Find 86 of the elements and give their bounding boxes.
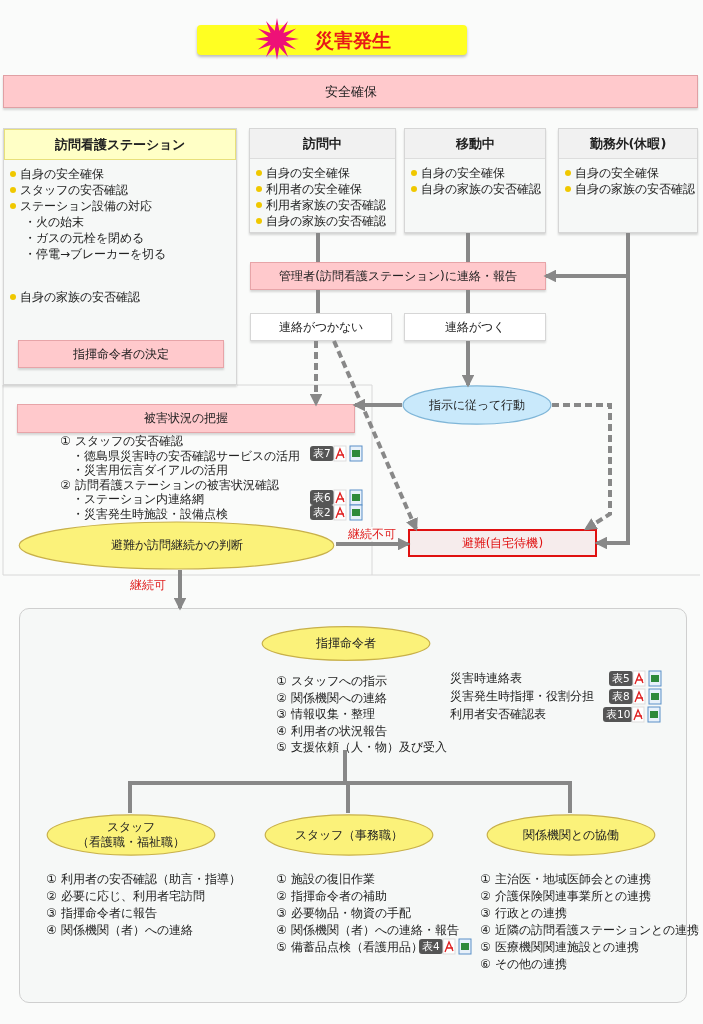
list-item: ① 利用者の安否確認（助言・指導） bbox=[46, 871, 241, 888]
list-item: ① 主治医・地域医師会との連携 bbox=[480, 871, 651, 888]
title-text: 災害発生 bbox=[315, 28, 391, 52]
edge-label: 継続不可 bbox=[346, 527, 398, 541]
section-band: 安全確保 bbox=[3, 75, 698, 108]
arrow bbox=[552, 403, 612, 531]
arrow bbox=[309, 341, 323, 407]
list-item: ④ 関係機関（者）への連絡・報告 bbox=[276, 922, 459, 939]
bullet-item: 自身の家族の安否確認 bbox=[6, 289, 140, 305]
role-ellipse: 指揮命令者 bbox=[261, 626, 431, 661]
info-panel bbox=[3, 128, 237, 385]
process-ellipse: 避難か訪問継続かの判断 bbox=[17, 521, 336, 570]
list-item: ④ 近隣の訪問看護ステーションとの連携 bbox=[480, 922, 699, 939]
panel-heading: 移動中 bbox=[405, 129, 545, 159]
bullet-item: 自身の家族の安否確認 bbox=[252, 213, 386, 229]
list-item: ① スタッフへの指示 bbox=[276, 673, 387, 690]
table-badge: 表5 bbox=[609, 671, 633, 686]
table-badge: 表6 bbox=[310, 490, 334, 505]
table-badge: 表7 bbox=[310, 446, 334, 461]
arrow bbox=[461, 341, 475, 388]
bullet-item: 利用者家族の安否確認 bbox=[252, 197, 386, 213]
connector-line bbox=[316, 233, 320, 262]
table-badge: 表2 bbox=[310, 505, 334, 520]
bullet-item: 自身の安全確保 bbox=[407, 165, 505, 181]
arrow bbox=[352, 398, 402, 412]
connector-line bbox=[316, 290, 320, 313]
process-ellipse: 指示に従って行動 bbox=[402, 385, 552, 425]
status-box: 連絡がつく bbox=[404, 313, 546, 341]
bullet-item: ・ガスの元栓を閉める bbox=[23, 230, 144, 246]
list-item: ② 指揮命令者の補助 bbox=[276, 888, 387, 905]
list-item: ③ 情報収集・整理 bbox=[276, 706, 375, 723]
arrow bbox=[336, 537, 411, 551]
list-item: ④ 利用者の状況報告 bbox=[276, 722, 387, 739]
list-item: ② 介護保険関連事業所との連携 bbox=[480, 888, 651, 905]
bullet-item: ステーション設備の対応 bbox=[6, 198, 152, 214]
info-panel bbox=[249, 128, 396, 233]
arrow bbox=[594, 233, 630, 550]
list-item: ・災害用伝言ダイアルの活用 bbox=[72, 463, 228, 478]
list-item: ③ 行政との連携 bbox=[480, 905, 567, 922]
bullet-item: ・停電→ブレーカーを切る bbox=[23, 246, 167, 262]
bullet-item: 自身の安全確保 bbox=[6, 166, 104, 182]
bullet-item: ・火の始末 bbox=[23, 214, 84, 230]
list-item: ④ 関係機関（者）への連絡 bbox=[46, 922, 193, 939]
table-name: 災害発生時指揮・役割分担 bbox=[450, 689, 594, 704]
table-name: 利用者安否確認表 bbox=[450, 707, 546, 722]
action-box: 管理者(訪問看護ステーション)に連絡・報告 bbox=[250, 262, 546, 290]
connector-line bbox=[466, 233, 470, 262]
status-box: 連絡がつかない bbox=[250, 313, 392, 341]
panel-heading: 訪問看護ステーション bbox=[4, 129, 236, 160]
list-item: ③ 指揮命令者に報告 bbox=[46, 905, 157, 922]
panel-heading: 訪問中 bbox=[250, 129, 395, 159]
arrow bbox=[332, 340, 418, 532]
list-item: ・災害発生時施設・設備点検 bbox=[72, 506, 228, 521]
list-item: ③ 必要物品・物資の手配 bbox=[276, 905, 411, 922]
bullet-item: 利用者の安全確保 bbox=[252, 181, 362, 197]
table-name: 災害時連絡表 bbox=[450, 671, 522, 686]
list-item: ② 関係機関への連絡 bbox=[276, 689, 387, 706]
list-item: ・徳島県災害時の安否確認サービスの活用 bbox=[72, 448, 300, 463]
bullet-item: スタッフの安否確認 bbox=[6, 182, 128, 198]
table-badge: 表10 bbox=[603, 707, 634, 722]
list-item: ⑤ 支援依頼（人・物）及び受入 bbox=[276, 739, 447, 756]
list-item: ・ステーション内連絡網 bbox=[72, 492, 204, 507]
action-box: 被害状況の把握 bbox=[17, 404, 355, 433]
arrow bbox=[173, 570, 187, 611]
list-item: ① スタッフの安否確認 bbox=[60, 434, 183, 449]
list-item: ② 訪問看護ステーションの被害状況確認 bbox=[60, 477, 279, 492]
bullet-item: 自身の家族の安否確認 bbox=[407, 181, 541, 197]
action-box: 指揮命令者の決定 bbox=[18, 340, 224, 368]
list-item: ⑥ その他の連携 bbox=[480, 956, 567, 973]
evacuation-box: 避難(自宅待機) bbox=[408, 529, 597, 557]
bullet-item: 自身の安全確保 bbox=[252, 165, 350, 181]
bullet-item: 自身の安全確保 bbox=[561, 165, 659, 181]
role-ellipse: スタッフ（事務職） bbox=[264, 814, 434, 856]
list-item: ② 必要に応じ、利用者宅訪問 bbox=[46, 888, 205, 905]
bullet-item: 自身の家族の安否確認 bbox=[561, 181, 695, 197]
info-panel bbox=[404, 128, 546, 233]
list-item: ⑤ 医療機関関連施設との連携 bbox=[480, 939, 639, 956]
edge-label: 継続可 bbox=[128, 578, 168, 592]
connector-line bbox=[466, 290, 470, 313]
panel-heading: 勤務外(休暇) bbox=[559, 129, 697, 159]
table-badge: 表8 bbox=[609, 689, 633, 704]
role-ellipse: 関係機関との協働 bbox=[486, 814, 656, 856]
role-ellipse: スタッフ （看護職・福祉職） bbox=[46, 814, 216, 856]
info-panel bbox=[558, 128, 698, 233]
table-badge: 表4 bbox=[419, 939, 443, 954]
list-item: ① 施設の復旧作業 bbox=[276, 871, 375, 888]
